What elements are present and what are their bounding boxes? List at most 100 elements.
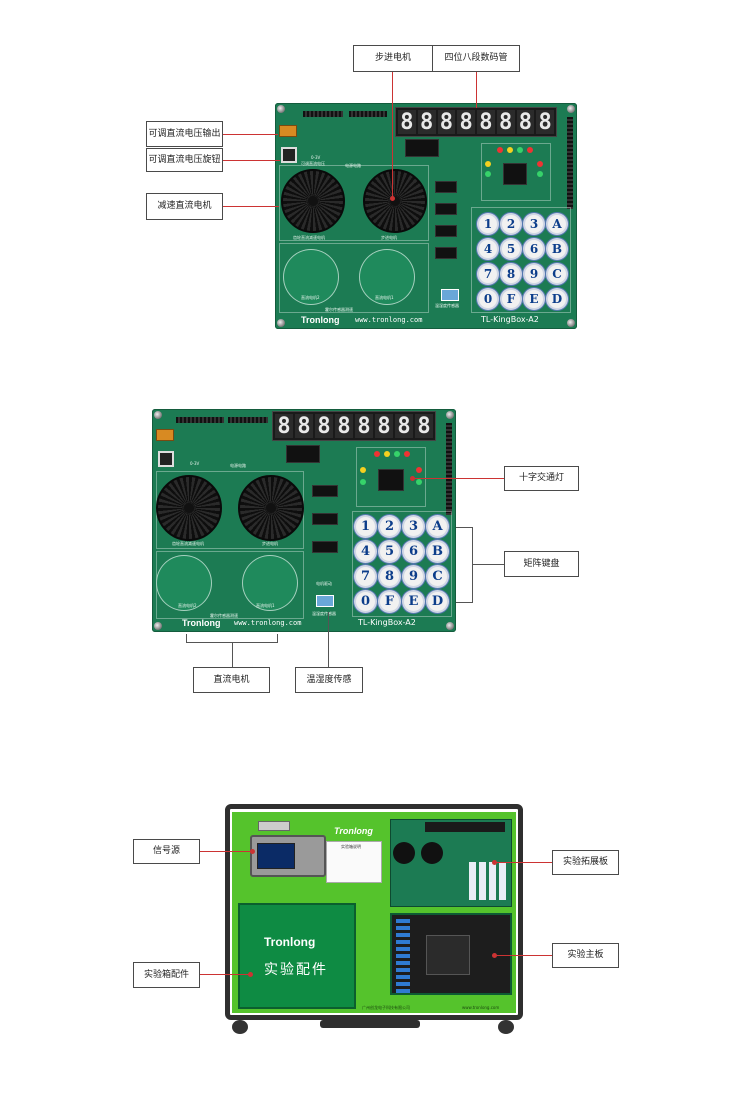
gear-dc-motor [156,475,222,541]
stepper-motor [238,475,304,541]
traffic-light-zone [481,143,551,201]
key-a[interactable]: A [548,215,566,233]
stepper-motor [363,169,427,233]
key-1[interactable]: 1 [479,215,497,233]
callout-text: 矩阵键盘 [523,558,560,569]
usb-port [258,821,290,831]
label-power: 电源电路 [230,463,246,468]
key-2[interactable]: 2 [380,517,399,536]
key-c[interactable]: C [548,265,566,283]
mini-motor [421,842,443,864]
key-0[interactable]: 0 [356,592,375,611]
key-0[interactable]: 0 [479,290,497,308]
screw [154,622,162,630]
key-3[interactable]: 3 [404,517,423,536]
segment-digit: 8 [275,414,293,439]
key-6[interactable]: 6 [525,240,543,258]
segment-digit: 8 [355,414,373,439]
key-e[interactable]: E [404,592,423,611]
led-yellow [384,451,390,457]
screw [154,411,162,419]
label-voltage: 0-3V [311,155,321,160]
key-5[interactable]: 5 [502,240,520,258]
key-5[interactable]: 5 [380,542,399,561]
voltage-output-terminal [279,125,297,137]
key-c[interactable]: C [428,567,447,586]
key-9[interactable]: 9 [404,567,423,586]
led-green [537,171,543,177]
led-red [527,147,533,153]
leader-dot [410,476,415,481]
key-4[interactable]: 4 [479,240,497,258]
leader-dot [390,196,395,201]
led-red [404,451,410,457]
chip [435,247,457,259]
board-model: TL-KingBox-A2 [481,315,539,324]
key-8[interactable]: 8 [380,567,399,586]
label-stepper: 步进电机 [381,235,397,240]
callout-text: 可调直流电压旋钮 [148,154,221,165]
case-site: www.tronlong.com [462,1005,500,1010]
label-thermo: 温湿度传感器 [312,611,336,616]
leader-bracket [472,527,473,603]
key-d[interactable]: D [548,290,566,308]
key-9[interactable]: 9 [525,265,543,283]
callout-gear-dc-motor: 减速直流电机 [146,193,223,220]
key-2[interactable]: 2 [502,215,520,233]
keypad-zone [471,207,571,313]
experiment-case: Tronlong 实验箱说明 Tronlong 实验配件 广州创龙电子科技有限公… [225,804,523,1020]
key-a[interactable]: A [428,517,447,536]
chip [405,139,439,157]
key-4[interactable]: 4 [356,542,375,561]
expansion-board-mini [390,819,512,907]
key-8[interactable]: 8 [502,265,520,283]
leader-line [494,862,552,863]
chip [378,469,404,491]
key-3[interactable]: 3 [525,215,543,233]
voltage-output-terminal [156,429,174,441]
key-f[interactable]: F [380,592,399,611]
segment-digit: 8 [375,414,393,439]
mini-motor [393,842,415,864]
led-yellow [360,467,366,473]
label-dc-motor-1: 直流电机1 [256,603,275,608]
key-d[interactable]: D [428,592,447,611]
leader-line [200,974,250,975]
led-yellow [507,147,513,153]
label-power: 电源电路 [345,163,361,168]
segment-digit: 8 [536,110,554,135]
leader-bracket [277,634,278,643]
board-brand: Tronlong [301,315,340,325]
key-1[interactable]: 1 [356,517,375,536]
leader-line [494,955,552,956]
case-foot [498,1020,514,1034]
segment-digit: 8 [295,414,313,439]
label-voltage: 0-3V [190,461,200,466]
key-7[interactable]: 7 [356,567,375,586]
callout-signal-source: 信号源 [133,839,200,864]
leader-bracket [456,527,473,528]
led-green [416,479,422,485]
main-board-mini [390,913,512,995]
key-e[interactable]: E [525,290,543,308]
label-speed-sensor: 霍尔传感器测速 [210,613,238,618]
pin-header [228,417,268,423]
key-f[interactable]: F [502,290,520,308]
temp-humidity-sensor [441,289,459,301]
screw [567,105,575,113]
chip [435,225,457,237]
key-6[interactable]: 6 [404,542,423,561]
led-green [360,479,366,485]
leader-line [223,134,278,135]
chip [503,163,527,185]
leader-dot [492,953,497,958]
led-yellow [485,161,491,167]
leader-dot [250,849,255,854]
segment-digit: 8 [477,110,495,135]
segment-digit: 8 [417,110,436,135]
key-7[interactable]: 7 [479,265,497,283]
key-b[interactable]: B [428,542,447,561]
screw [277,105,285,113]
key-b[interactable]: B [548,240,566,258]
pin-header-vertical [446,423,452,515]
